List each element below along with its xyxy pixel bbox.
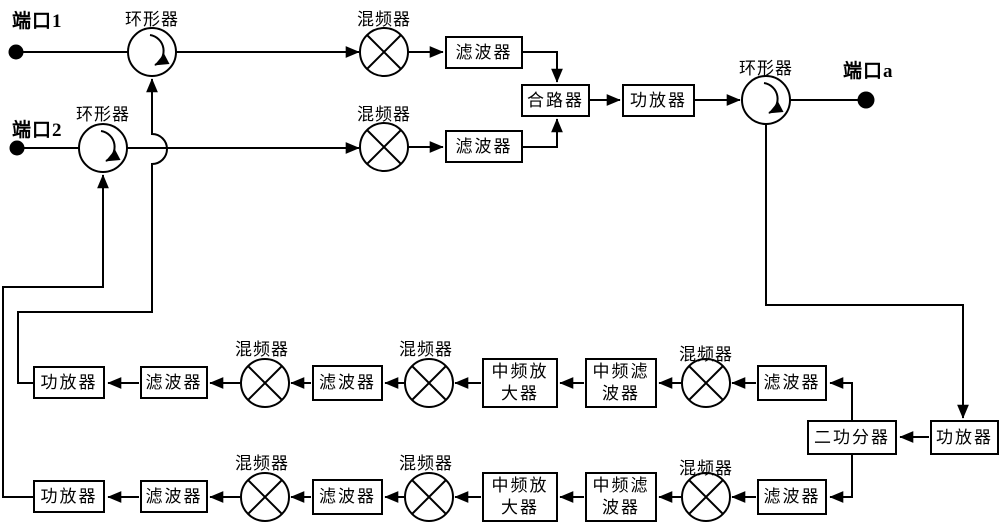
port1-dot (8, 44, 24, 60)
line-filter2-to-combiner (523, 118, 563, 148)
row2-filter3-box: 滤波器 (757, 479, 827, 515)
row1-filter3-box: 滤波器 (757, 365, 827, 401)
circulator3-symbol (741, 75, 791, 125)
mixer1-label: 混频器 (357, 10, 411, 29)
port2-dot (9, 140, 25, 156)
circulator2-label: 环形器 (76, 105, 130, 124)
row1-filter1-box: 滤波器 (140, 366, 208, 399)
line-row1-feedback-to-circulator1 (17, 78, 168, 384)
row1-ifamp-line1: 中频放 (491, 362, 549, 381)
row2-iffilter-line2: 波器 (602, 498, 640, 517)
row1-iffilter-line1: 中频滤 (592, 362, 650, 381)
row1-mixer2-label: 混频器 (399, 340, 453, 359)
line-divider-to-row2-filter (829, 455, 853, 503)
row2-mixer3-symbol (681, 472, 731, 522)
line-filter1-to-combiner (523, 51, 563, 83)
circulator1-symbol (127, 27, 177, 77)
line-row2-feedback-to-circulator2 (2, 174, 109, 498)
portA-label: 端口a (843, 61, 894, 82)
row1-mixer1-label: 混频器 (235, 340, 289, 359)
circulator1-label: 环形器 (125, 10, 179, 29)
row1-mixer1-symbol (240, 358, 290, 408)
row2-filter2-box: 滤波器 (312, 479, 383, 515)
row2-poweramp-box: 功放器 (33, 480, 105, 513)
mixer2-symbol (359, 122, 409, 172)
row2-mixer1-label: 混频器 (235, 454, 289, 473)
row1-filter2-box: 滤波器 (312, 365, 383, 401)
row2-iffilter-line1: 中频滤 (592, 476, 650, 495)
row1-mixer2-symbol (404, 358, 454, 408)
filter2-box: 滤波器 (445, 130, 523, 163)
row2-mixer2-symbol (404, 472, 454, 522)
two-way-divider-box: 二功分器 (807, 420, 897, 455)
row1-mixer3-symbol (681, 358, 731, 408)
row2-ifamp-line1: 中频放 (491, 476, 549, 495)
filter1-box: 滤波器 (445, 36, 523, 69)
row1-poweramp-box: 功放器 (33, 366, 105, 399)
row1-ifamp-line2: 大器 (501, 384, 539, 403)
row2-ifamp-box: 中频放大器 (482, 472, 558, 522)
port2-label: 端口2 (12, 120, 63, 141)
combiner-box: 合路器 (521, 84, 590, 117)
circulator2-symbol (78, 123, 128, 173)
row2-filter1-box: 滤波器 (140, 480, 208, 513)
row2-mixer2-label: 混频器 (399, 454, 453, 473)
row1-iffilter-box: 中频滤波器 (585, 358, 657, 408)
mixer1-symbol (359, 27, 409, 77)
poweramp1-box: 功放器 (622, 84, 695, 117)
row1-mixer3-label: 混频器 (679, 345, 733, 364)
circulator3-label: 环形器 (739, 59, 793, 78)
mixer2-label: 混频器 (357, 105, 411, 124)
row1-ifamp-box: 中频放大器 (482, 358, 558, 408)
line-divider-to-row1-filter (829, 377, 853, 420)
portA-dot (857, 91, 875, 109)
row2-mixer1-symbol (240, 472, 290, 522)
poweramp2-box: 功放器 (930, 420, 999, 455)
port1-label: 端口1 (12, 11, 63, 32)
row2-mixer3-label: 混频器 (679, 459, 733, 478)
row2-iffilter-box: 中频滤波器 (585, 472, 657, 522)
row2-ifamp-line2: 大器 (501, 498, 539, 517)
row1-iffilter-line2: 波器 (602, 384, 640, 403)
line-circulator3-to-poweramp2 (765, 124, 969, 419)
